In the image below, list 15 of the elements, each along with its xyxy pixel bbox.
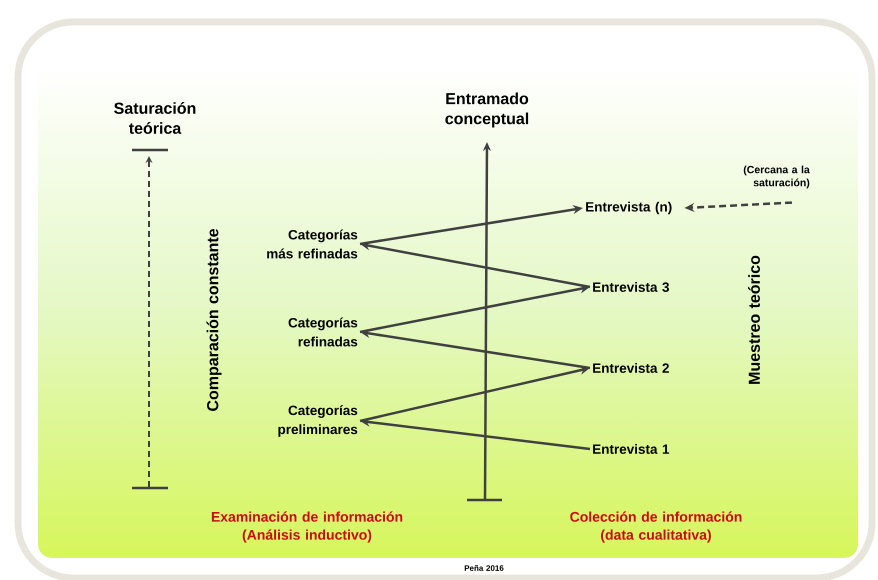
node-label: Entrevista 3 [593, 282, 669, 292]
text-label: Colección de información (data cualitativa) [570, 511, 742, 543]
node-label: Categorías refinadas [288, 317, 358, 346]
node-label: Categorías preliminares [278, 405, 358, 437]
node-label: Entrevista 2 [593, 363, 669, 373]
node-label: Categorías más refinadas [267, 229, 358, 258]
text-label: Peña 2016 [464, 565, 504, 571]
text-label: Examinación de información (Análisis inductivo) [212, 511, 402, 543]
node-label: (Cercana a la saturación) [744, 166, 810, 188]
text-label: Muestreo teórico [748, 256, 760, 384]
node-label: Entrevista (n) [586, 202, 672, 214]
text-label: Saturación teórica [114, 102, 196, 134]
text-label: Entramado conceptual [445, 92, 528, 128]
node-label: Entrevista 1 [593, 444, 670, 454]
text-label: Comparación constante [206, 228, 222, 411]
